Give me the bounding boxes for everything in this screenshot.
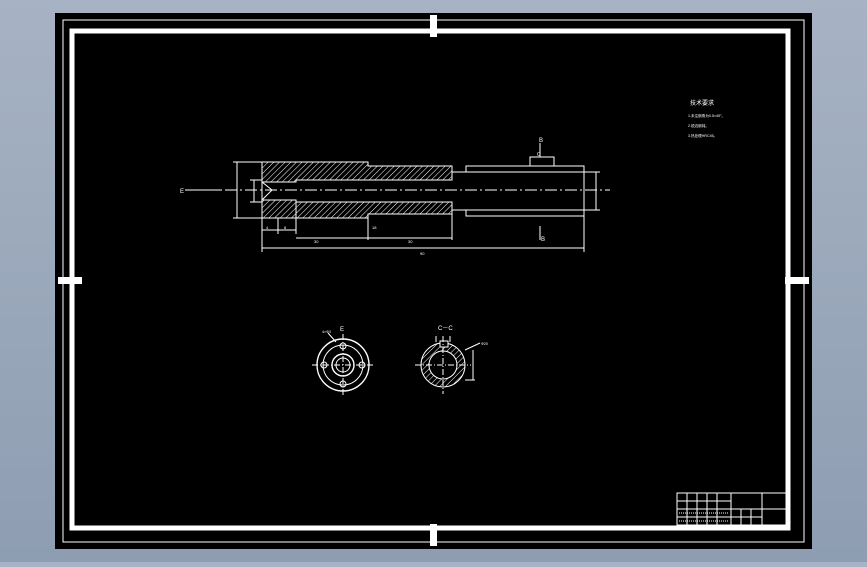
- technical-notes: 技术要求 1.未注倒角为0.5×45°。 2.锐边倒钝。 3.热处理HRC45。: [688, 99, 725, 138]
- center-mark-top: [430, 15, 437, 37]
- end-view: [312, 332, 374, 396]
- dim-seg-4: 18: [372, 225, 377, 230]
- dim-seg-5: 30: [408, 239, 413, 244]
- notes-title: 技术要求: [690, 99, 714, 107]
- center-mark-left: [58, 277, 82, 284]
- section-marker-left: E: [180, 189, 184, 195]
- dim-total-length: 90: [420, 251, 425, 256]
- section-marker-right-bottom: B: [541, 237, 545, 243]
- section-view-label: C－C: [438, 326, 453, 332]
- shaft-main-view: [185, 143, 610, 252]
- paper-background: [55, 13, 812, 549]
- notes-line-3: 3.热处理HRC45。: [688, 133, 717, 138]
- center-mark-bottom: [430, 524, 437, 546]
- keyway: [529, 156, 555, 167]
- section-view: [415, 336, 481, 394]
- notes-line-1: 1.未注倒角为0.5×45°。: [688, 113, 725, 118]
- keyway-note: C: [537, 152, 541, 158]
- end-view-note: 4×Φ3: [322, 330, 331, 334]
- end-view-label: E: [340, 327, 344, 333]
- section-view-note: Φ20: [481, 342, 488, 346]
- notes-line-2: 2.锐边倒钝。: [688, 123, 709, 128]
- dim-seg-3: 30: [314, 239, 319, 244]
- section-marker-right-top: B: [539, 138, 543, 144]
- dim-seg-2: 8: [284, 225, 287, 230]
- dim-seg-1: 4: [266, 225, 269, 230]
- title-block: [676, 492, 788, 526]
- center-mark-right: [785, 277, 809, 284]
